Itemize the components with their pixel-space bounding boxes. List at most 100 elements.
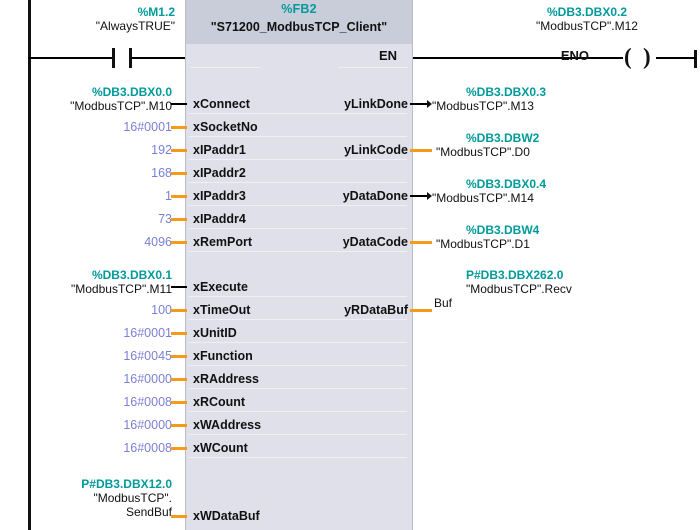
input-port-xTimeOut[interactable]: xTimeOut [193,303,251,317]
wire-xExecute [171,286,187,288]
operand-xWDataBuf[interactable]: P#DB3.DBX12.0 "ModbusTCP". SendBuf [0,477,172,519]
operand-xIPaddr1[interactable]: 192 [0,143,172,157]
operand-symbol: "ModbusTCP".D0 [436,145,530,159]
input-port-xConnect[interactable]: xConnect [193,97,250,111]
operand-value: 1 [165,189,172,203]
operand-xRemPort[interactable]: 4096 [0,235,172,249]
input-port-xUnitID[interactable]: xUnitID [193,326,237,340]
operand-value: 100 [151,303,172,317]
operand-yDataDone[interactable]: %DB3.DBX0.4 "ModbusTCP".M14 [432,177,568,205]
output-port-yLinkDone[interactable]: yLinkDone [344,97,408,111]
input-port-xIPaddr3[interactable]: xIPaddr3 [193,189,246,203]
operand-yLinkDone[interactable]: %DB3.DBX0.3 "ModbusTCP".M13 [432,85,568,113]
operand-address: %DB3.DBX0.0 [91,85,172,99]
coil-operand[interactable]: %DB3.DBX0.2 "ModbusTCP".M12 [497,5,677,33]
operand-address: P#DB3.DBX262.0 [466,268,564,282]
wire-xSocketNo [171,126,187,129]
operand-xRCount[interactable]: 16#0008 [0,395,172,409]
function-block-number: %FB2 [281,2,317,16]
operand-xIPaddr3[interactable]: 1 [0,189,172,203]
contact-bar-left [112,48,115,68]
contact-operand[interactable]: %M1.2 "AlwaysTRUE" [0,5,175,33]
operand-symbol: "ModbusTCP".M14 [432,191,534,205]
contact-address: %M1.2 [137,5,175,19]
coil-paren-right: ) [643,44,651,69]
port-underline [189,457,407,458]
operand-address: %DB3.DBX0.1 [91,268,172,282]
wire-xIPaddr4 [171,218,187,221]
operand-yLinkCode[interactable]: %DB3.DBW2 "ModbusTCP".D0 [436,131,560,159]
output-port-yLinkCode[interactable]: yLinkCode [344,143,408,157]
input-port-xFunction[interactable]: xFunction [193,349,253,363]
rung-wire-coil-to-right-rail [656,57,696,59]
en-port-label[interactable]: EN [379,48,398,63]
port-underline [189,136,407,137]
operand-xWAddress[interactable]: 16#0000 [0,418,172,432]
wire-xRemPort [171,241,187,244]
operand-xIPaddr2[interactable]: 168 [0,166,172,180]
operand-value: 4096 [144,235,172,249]
port-underline [189,182,407,183]
wire-xWDataBuf [171,515,187,518]
wire-yDataDone [410,195,428,197]
input-port-xSocketNo[interactable]: xSocketNo [193,120,258,134]
port-underline [189,205,407,206]
wire-xFunction [171,355,187,358]
operand-xIPaddr4[interactable]: 73 [0,212,172,226]
port-underline [189,388,407,389]
operand-yDataCode[interactable]: %DB3.DBW4 "ModbusTCP".D1 [436,223,560,251]
input-port-xWAddress[interactable]: xWAddress [193,418,262,432]
operand-address: %DB3.DBX0.3 [466,85,547,99]
coil-address: %DB3.DBX0.2 [546,5,628,19]
port-underline [189,113,407,114]
wire-arrow-yDataDone [427,192,432,200]
wire-xIPaddr1 [171,149,187,152]
operand-symbol: "ModbusTCP". [93,491,172,505]
operand-xRAddress[interactable]: 16#0000 [0,372,172,386]
wire-xRCount [171,401,187,404]
operand-xWCount[interactable]: 16#0008 [0,441,172,455]
output-coil[interactable]: ( ) [624,44,654,69]
operand-xUnitID[interactable]: 16#0001 [0,326,172,340]
operand-xSocketNo[interactable]: 16#0001 [0,120,172,134]
wire-xTimeOut [171,309,187,312]
input-port-xRemPort[interactable]: xRemPort [193,235,253,249]
operand-symbol-cont: Buf [434,296,453,310]
port-underline [189,342,407,343]
eno-port-label[interactable]: ENO [560,48,589,63]
operand-value: 16#0008 [123,395,172,409]
wire-yRDataBuf [410,309,432,312]
input-port-xIPaddr2[interactable]: xIPaddr2 [193,166,246,180]
eno-port-underline [338,67,408,68]
operand-xConnect[interactable]: %DB3.DBX0.0 "ModbusTCP".M10 [0,85,172,113]
operand-value: 16#0008 [123,441,172,455]
operand-yRDataBuf[interactable]: P#DB3.DBX262.0 "ModbusTCP".Recv Buf [434,268,572,310]
input-port-xIPaddr1[interactable]: xIPaddr1 [193,143,246,157]
coil-symbol: "ModbusTCP".M12 [536,19,638,33]
operand-symbol: "ModbusTCP".M10 [70,99,172,113]
input-port-xIPaddr4[interactable]: xIPaddr4 [193,212,246,226]
output-port-yDataCode[interactable]: yDataCode [342,235,408,249]
operand-symbol: "ModbusTCP".M11 [71,282,172,296]
input-port-xExecute[interactable]: xExecute [193,280,248,294]
operand-symbol: "ModbusTCP".D1 [436,237,530,251]
wire-yLinkCode [410,149,432,152]
rung-wire-rail-to-contact [28,57,113,59]
rung-wire-eno-to-coil [410,57,623,59]
function-block-S71200-ModbusTCP-Client[interactable]: %FB2 "S71200_ModbusTCP_Client" EN ENO [185,0,589,530]
input-port-xRAddress[interactable]: xRAddress [193,372,259,386]
port-underline [189,296,407,297]
input-port-xRCount[interactable]: xRCount [193,395,246,409]
operand-address: %DB3.DBW4 [466,223,540,237]
input-port-xWCount[interactable]: xWCount [193,441,248,455]
operand-xFunction[interactable]: 16#0045 [0,349,172,363]
operand-xTimeOut[interactable]: 100 [0,303,172,317]
port-underline [189,228,407,229]
operand-value: 16#0045 [123,349,172,363]
input-port-xWDataBuf[interactable]: xWDataBuf [193,509,260,523]
operand-address: %DB3.DBW2 [466,131,540,145]
operand-xExecute[interactable]: %DB3.DBX0.1 "ModbusTCP".M11 [0,268,172,296]
output-port-yDataDone[interactable]: yDataDone [342,189,408,203]
output-port-yRDataBuf[interactable]: yRDataBuf [344,303,408,317]
operand-symbol: "ModbusTCP".M13 [432,99,534,113]
